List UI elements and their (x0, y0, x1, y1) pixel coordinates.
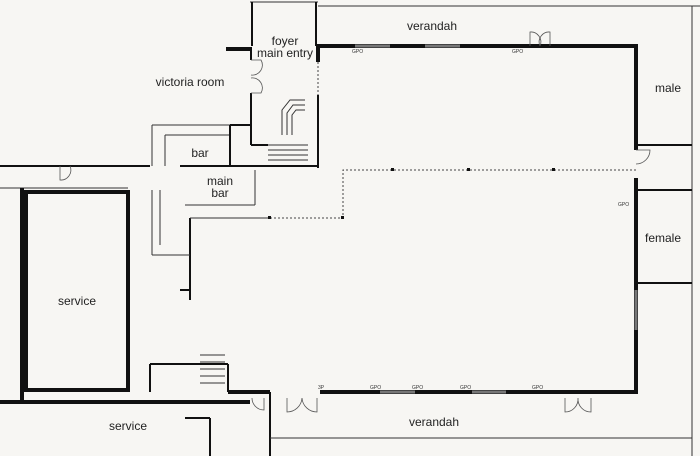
gpo-label: GPO (460, 385, 471, 391)
room-labels: verandah victoria room foyer main entry … (58, 19, 681, 433)
label-main-entry: main entry (257, 46, 313, 60)
label-service-left: service (58, 294, 96, 308)
label-female: female (645, 231, 681, 245)
label-verandah-bottom: verandah (409, 415, 459, 429)
gpo-label: GPO (618, 202, 629, 208)
label-service-bottom: service (109, 419, 147, 433)
label-foyer: foyer (272, 34, 299, 48)
label-main-bar-1: main (207, 174, 233, 188)
label-main-bar-2: bar (211, 186, 228, 200)
stairs (200, 99, 308, 384)
three-phase-label: 3P (318, 385, 325, 391)
power-outlet-labels: GPO GPO GPO 3P GPO GPO GPO GPO (318, 49, 629, 391)
gpo-label: GPO (352, 49, 363, 55)
gpo-label: GPO (532, 385, 543, 391)
doors (59, 31, 651, 413)
label-victoria-room: victoria room (156, 75, 225, 89)
dotted-partition (268, 168, 636, 219)
label-bar: bar (191, 146, 208, 160)
gpo-label: GPO (512, 49, 523, 55)
windows (355, 44, 638, 394)
label-verandah-top: verandah (407, 19, 457, 33)
gpo-label: GPO (412, 385, 423, 391)
gpo-label: GPO (370, 385, 381, 391)
label-male: male (655, 81, 681, 95)
